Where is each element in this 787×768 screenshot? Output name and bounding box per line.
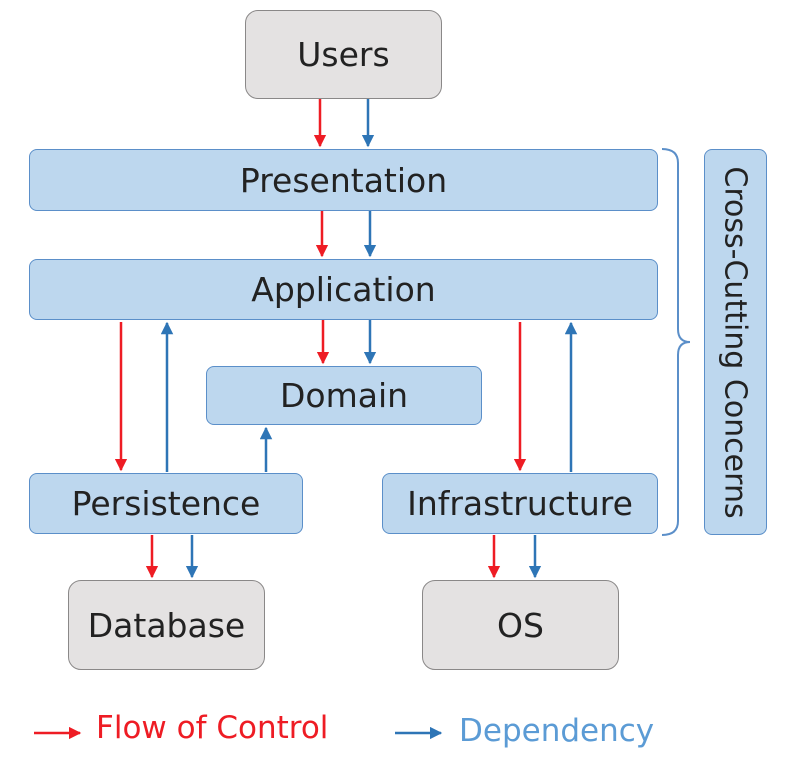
domain-label: Domain: [279, 376, 409, 415]
database-node: Database: [68, 580, 265, 670]
database-label: Database: [87, 605, 246, 645]
legend-flow-of-control: Flow of Control: [96, 710, 329, 746]
presentation-layer: Presentation: [29, 149, 658, 211]
users-label: Users: [297, 35, 390, 74]
os-node: OS: [422, 580, 619, 670]
infrastructure-layer: Infrastructure: [382, 473, 658, 534]
domain-layer: Domain: [206, 366, 482, 425]
persistence-label: Persistence: [71, 484, 261, 523]
cross-cutting-bracket: [661, 148, 691, 536]
persistence-layer: Persistence: [29, 473, 303, 534]
presentation-label: Presentation: [239, 160, 448, 200]
users-node: Users: [245, 10, 442, 99]
cross-cutting-label: Cross-Cutting Concerns: [718, 165, 754, 519]
cross-cutting-concerns: Cross-Cutting Concerns: [704, 149, 767, 535]
os-label: OS: [497, 605, 544, 645]
application-label: Application: [251, 270, 436, 309]
application-layer: Application: [29, 259, 658, 320]
infrastructure-label: Infrastructure: [407, 484, 633, 523]
legend-dependency: Dependency: [459, 713, 655, 749]
